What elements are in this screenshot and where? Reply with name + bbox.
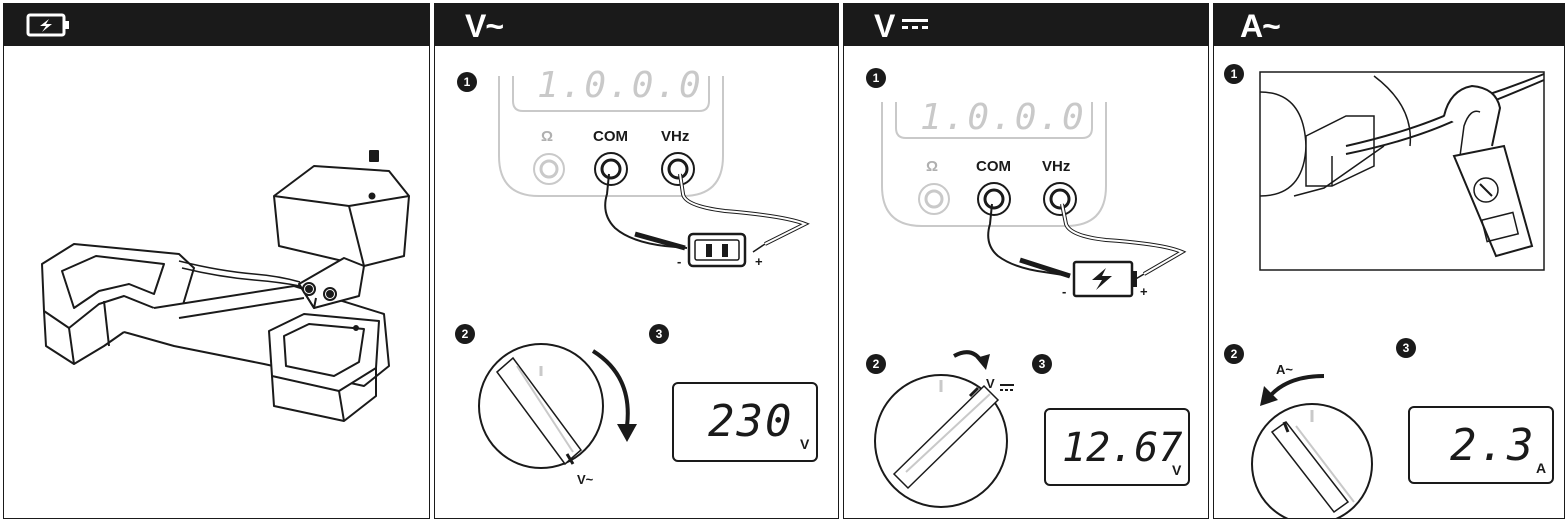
panel-dc-voltage: V 1 2 3 <box>843 3 1209 519</box>
meter-illustration <box>874 102 1187 508</box>
step-badge: 1 <box>1224 64 1244 84</box>
step-badge: 1 <box>457 72 477 92</box>
step-badge: 2 <box>1224 344 1244 364</box>
panel-title: V <box>874 8 895 44</box>
lcd-unit: A <box>1536 460 1547 476</box>
lcd-reading: 230 <box>708 396 794 447</box>
vhz-jack-label: VHz <box>1042 158 1071 175</box>
step-badge: 2 <box>866 354 886 374</box>
lcd-unit: V <box>1172 462 1182 478</box>
clamp-measurement-illustration <box>1251 71 1545 518</box>
meter-illustration <box>478 76 810 469</box>
dc-symbol-icon <box>902 19 928 29</box>
lcd-reading: 2.3 <box>1450 420 1536 471</box>
panel-header <box>4 4 429 46</box>
panel-battery-install <box>3 3 430 519</box>
plus-sign: + <box>1140 284 1148 299</box>
ohm-jack-label: Ω <box>926 158 939 175</box>
lcd-unit: V <box>800 436 810 452</box>
panel-header: A~ <box>1214 4 1564 46</box>
step-badge: 3 <box>1032 354 1052 374</box>
panel-ac-current: A~ 1 2 3 <box>1213 3 1565 519</box>
step-badge: 3 <box>649 324 669 344</box>
meter-lcd-top: 1.0.0.0 <box>920 97 1086 138</box>
panel-title: A~ <box>1240 8 1281 44</box>
battery-charge-icon <box>26 13 69 37</box>
minus-sign: - <box>1062 284 1067 299</box>
vhz-jack-label: VHz <box>661 128 690 145</box>
com-jack-label: COM <box>593 128 628 145</box>
dial-label: V~ <box>577 472 594 487</box>
plus-sign: + <box>755 254 763 269</box>
panel-ac-voltage: V~ 1 2 3 <box>434 3 839 519</box>
panel-header: V <box>844 4 1208 46</box>
dial-label: V <box>986 376 995 391</box>
ohm-jack-label: Ω <box>541 128 554 145</box>
com-jack-label: COM <box>976 158 1011 175</box>
lcd-display: 230 V <box>672 382 818 462</box>
step-badge: 3 <box>1396 338 1416 358</box>
lcd-display: 2.3 A <box>1408 406 1554 484</box>
step-badge: 2 <box>455 324 475 344</box>
dial-label: A~ <box>1276 362 1293 377</box>
panel-header: V~ <box>435 4 838 46</box>
step-badge: 1 <box>866 68 886 88</box>
minus-sign: - <box>677 254 682 269</box>
lcd-display: 12.67 V <box>1044 408 1190 486</box>
panel-title: V~ <box>465 8 504 44</box>
lcd-reading: 12.67 <box>1062 425 1183 471</box>
meter-lcd-top: 1.0.0.0 <box>537 65 703 106</box>
clamp-meter-battery-illustration <box>41 150 410 422</box>
